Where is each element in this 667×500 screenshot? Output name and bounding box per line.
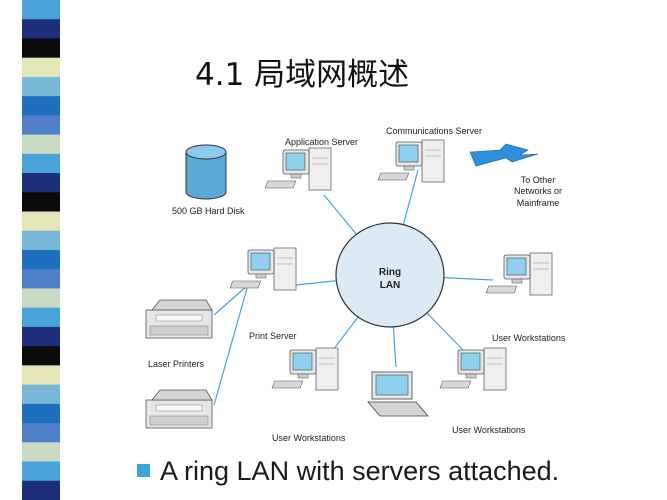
stripe-block — [22, 423, 60, 443]
stripe-block — [22, 19, 60, 39]
stripe-block — [22, 307, 60, 328]
lightning-icon — [469, 143, 539, 167]
stripe-block — [22, 57, 60, 78]
user-workstations-bottom-left-label: User Workstations — [272, 433, 346, 443]
stripe-block — [22, 0, 60, 20]
print-server-label: Print Server — [249, 331, 297, 341]
slide-title: 4.1 局域网概述 — [195, 57, 410, 93]
stripe-block — [22, 288, 60, 309]
stripe-block — [22, 230, 60, 251]
to-other-networks-line1: To Other — [521, 175, 556, 185]
stripe-block — [22, 269, 60, 289]
stripe-block — [22, 173, 60, 193]
stripe-block — [22, 384, 60, 405]
application-server — [264, 147, 332, 191]
stripe-block — [22, 96, 60, 116]
stripe-block — [22, 38, 60, 59]
hard-disk — [185, 144, 227, 200]
stripe-block — [22, 365, 60, 386]
laser-printer-bottom — [145, 389, 213, 429]
hard-disk-label: 500 GB Hard Disk — [172, 206, 245, 216]
user-workstations-right-label: User Workstations — [492, 333, 566, 343]
stripe-block — [22, 461, 60, 482]
stripe-block — [22, 211, 60, 232]
communications-server — [377, 139, 445, 183]
stripe-block — [22, 346, 60, 366]
to-other-networks-line2: Networks or — [514, 186, 562, 196]
ring-lan-node — [335, 222, 445, 328]
ring-lan-diagram: Ring LAN 500 GB Hard Disk Application Se… — [145, 126, 566, 443]
to-other-networks-line3: Mainframe — [517, 198, 560, 208]
user-workstation-bottom-left — [271, 347, 339, 391]
stripe-block — [22, 153, 60, 174]
slide-caption: A ring LAN with servers attached. — [160, 456, 560, 486]
application-server-label: Application Server — [285, 137, 358, 147]
user-workstations-bottom-right-label: User Workstations — [452, 425, 526, 435]
stripe-block — [22, 326, 60, 347]
stripe-block — [22, 249, 60, 270]
bullet-icon — [137, 464, 150, 477]
laser-printers-label: Laser Printers — [148, 359, 205, 369]
user-workstation-right — [485, 252, 553, 296]
stripe-block — [22, 192, 60, 213]
laser-printer-top — [145, 299, 213, 339]
stripe-block — [22, 115, 60, 136]
stripe-block — [22, 480, 60, 500]
stripe-block — [22, 442, 60, 463]
user-workstation-bottom-right — [439, 347, 507, 391]
stripe-block — [22, 403, 60, 424]
stripe-block — [22, 134, 60, 155]
decorative-stripe — [22, 0, 60, 500]
stripe-block — [22, 76, 60, 97]
laptop — [367, 371, 429, 417]
communications-server-label: Communications Server — [386, 126, 482, 136]
ring-label-line1: Ring — [379, 267, 401, 278]
print-server — [229, 247, 297, 291]
ring-label-line2: LAN — [380, 280, 401, 291]
